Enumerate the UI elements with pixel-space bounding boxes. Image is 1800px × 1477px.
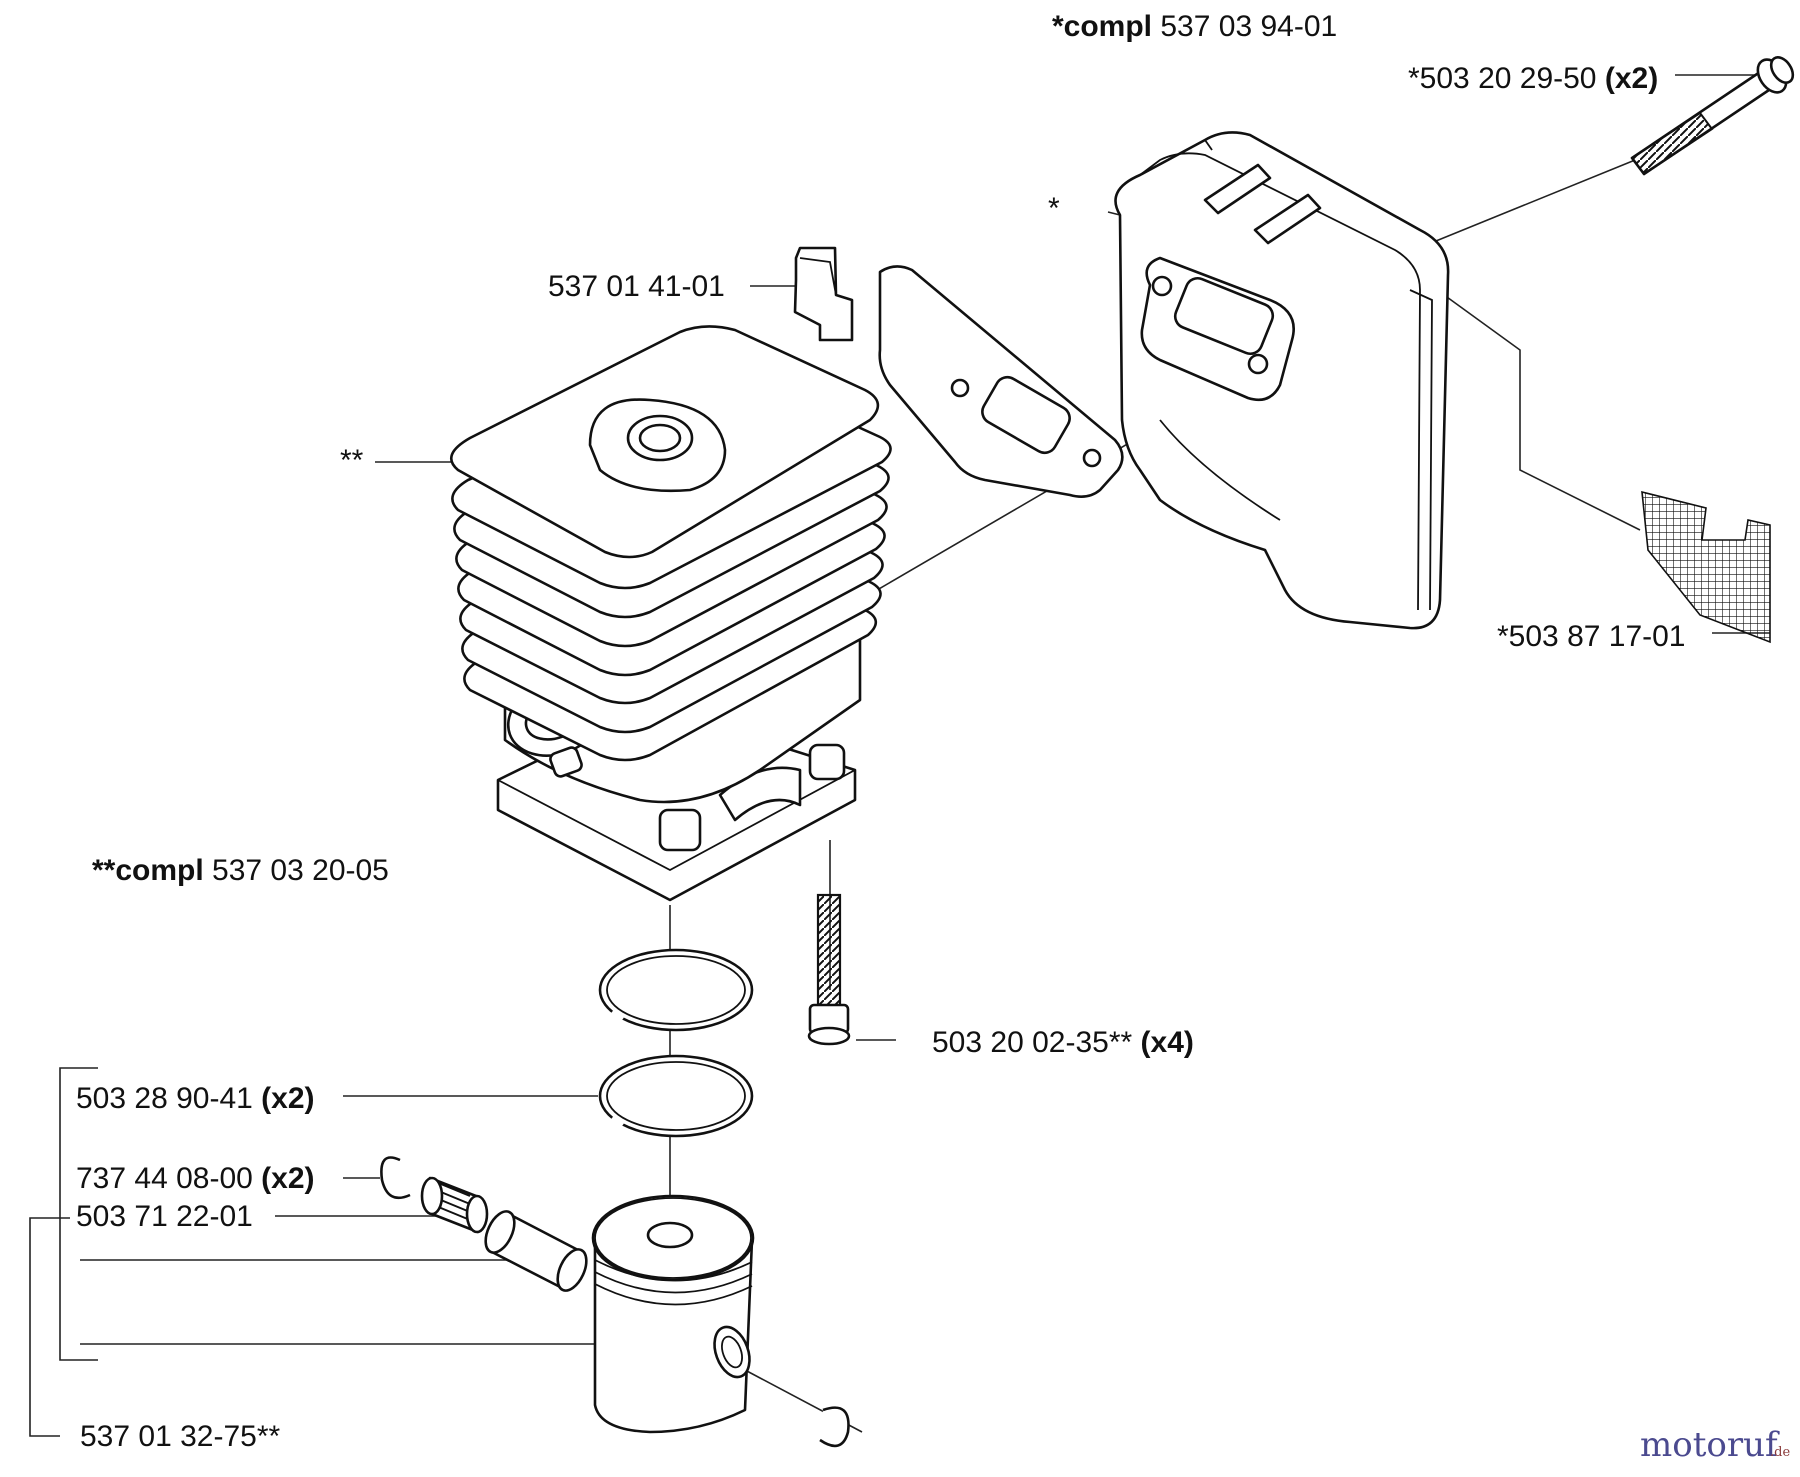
piston-pin-icon <box>484 1210 588 1292</box>
label-muffler-assy: *compl 537 03 94-01 <box>1052 10 1337 43</box>
needle-bearing-icon <box>420 1176 489 1234</box>
bracket-piston-kit <box>29 1217 70 1437</box>
label-spark-screen: *503 87 17-01 <box>1497 620 1686 653</box>
label-circlip: 737 44 08-00 (x2) <box>76 1162 315 1195</box>
label-bracket: 537 01 41-01 <box>548 270 725 303</box>
label-piston-ring: 503 28 90-41 (x2) <box>76 1082 315 1115</box>
bracket-rings-group <box>59 1067 98 1361</box>
screw-icon <box>807 893 851 1046</box>
cylinder-icon <box>449 325 892 902</box>
label-cylinder-screw: 503 20 02-35** (x4) <box>932 1026 1194 1059</box>
muffler-icon <box>1114 131 1450 630</box>
label-muffler-mark: * <box>1048 192 1060 225</box>
label-piston-kit: 537 01 32-75** <box>80 1420 280 1453</box>
labels: *compl 537 03 94-01 *503 20 29-50 (x2) *… <box>76 10 1686 1453</box>
gasket-bracket-icon <box>793 246 1124 498</box>
watermark-brand: motoruf <box>1640 1425 1780 1465</box>
watermark-tld: .de <box>1770 1445 1790 1460</box>
leader-muffler <box>1107 211 1121 216</box>
watermark-logo: motoruf .de <box>1640 1425 1790 1465</box>
label-muffler-screw: *503 20 29-50 (x2) <box>1408 62 1658 95</box>
label-cylinder-assy: **compl 537 03 20-05 <box>92 854 389 887</box>
spark-screen-icon <box>1641 490 1771 644</box>
label-cylinder-mark: ** <box>340 444 364 477</box>
label-needle-bearing: 503 71 22-01 <box>76 1200 253 1233</box>
muffler-screw-icon <box>1630 56 1795 176</box>
piston-ring-icon <box>598 948 754 1138</box>
leader-screen-upper <box>1439 291 1641 531</box>
piston-icon <box>591 1194 755 1434</box>
circlip-icon <box>380 1156 850 1448</box>
